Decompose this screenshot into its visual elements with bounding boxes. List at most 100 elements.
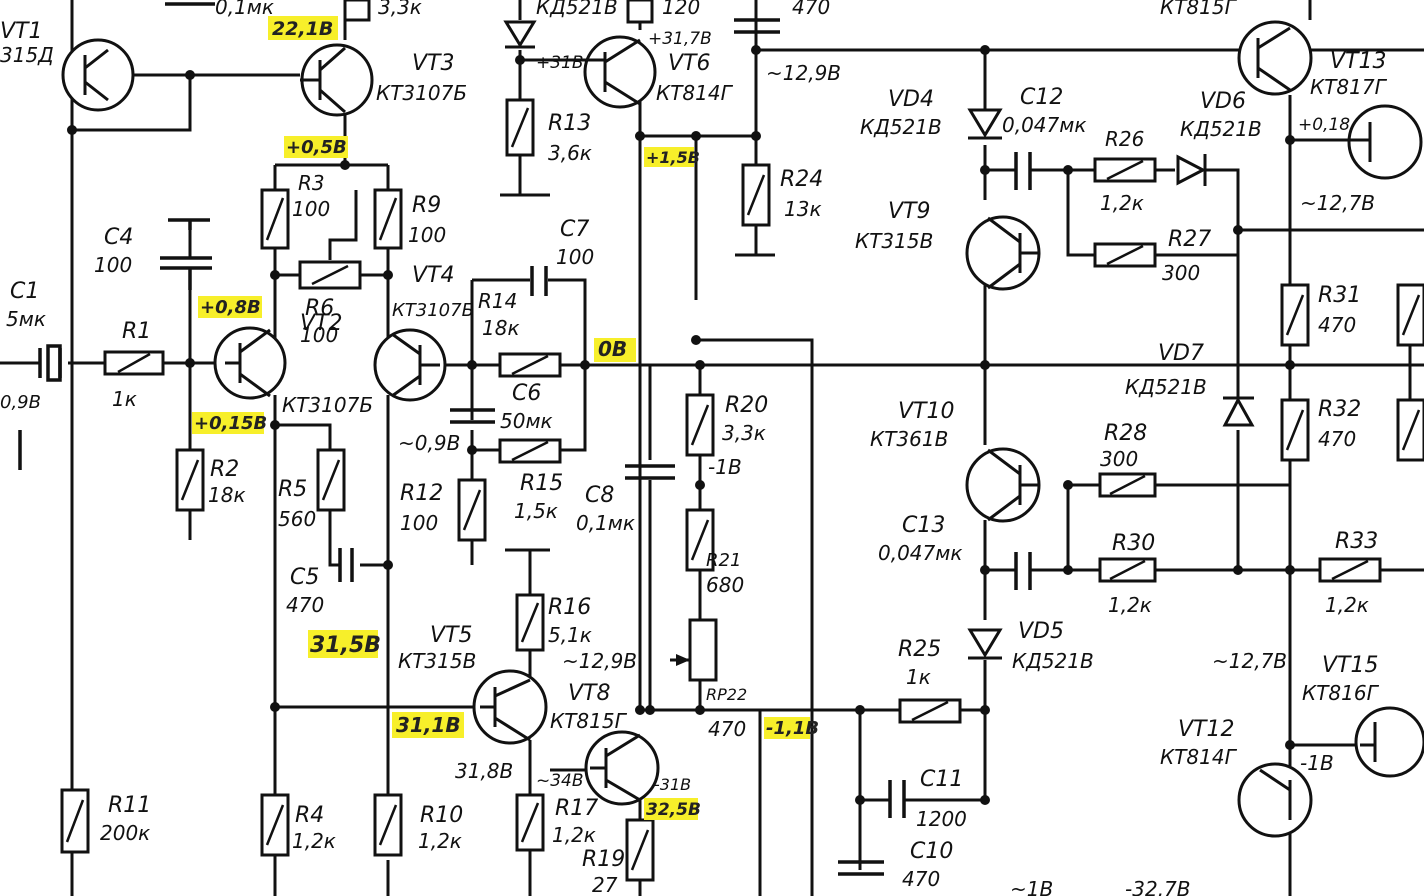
resistor-rp22 — [670, 618, 718, 682]
resistor-top-middle — [626, 0, 654, 24]
transistor-vt3 — [300, 43, 374, 117]
r19-value: 27 — [592, 873, 618, 896]
resistor-r27 — [1093, 242, 1157, 268]
capacitor-bodies — [18, 2, 1032, 876]
vt11-type: КТ815Г — [1160, 0, 1238, 19]
d-top-value: КД521В — [536, 0, 618, 19]
resistor-r4 — [260, 793, 290, 857]
vt12-type: КТ814Г — [1160, 745, 1238, 769]
resistor-r30 — [1098, 557, 1157, 583]
resistor-r9 — [373, 188, 403, 250]
resistor-r6 — [298, 260, 362, 290]
r31-ref: R31 — [1318, 283, 1361, 308]
rp22-ref: RP22 — [706, 685, 747, 704]
r27-ref: R27 — [1168, 227, 1211, 252]
r11-value: 200к — [100, 821, 150, 845]
vt13-ref: VT13 — [1330, 49, 1386, 74]
transistor-vt8 — [584, 730, 660, 806]
capacitor-top-right — [734, 18, 780, 34]
vd5-ref: VD5 — [1018, 619, 1064, 644]
vt9-ref: VT9 — [888, 199, 931, 224]
vd6-type: КД521В — [1180, 117, 1262, 141]
r31-value: 470 — [1318, 313, 1356, 337]
c11-value: 1200 — [916, 807, 967, 831]
r14-value: 18к — [482, 316, 520, 340]
r30-value: 1,2к — [1108, 593, 1152, 617]
vt4-ref: VT4 — [412, 263, 455, 288]
r1-ref: R1 — [122, 319, 151, 344]
c6-value: 50мк — [500, 409, 553, 433]
c12-value: 0,047мк — [1002, 113, 1086, 137]
voltage-plus-31-7: +31,7В — [648, 29, 712, 49]
transistor-vt9 — [965, 215, 1041, 291]
c5-ref: C5 — [290, 565, 319, 590]
vt2-type: КТ3107Б — [282, 393, 373, 417]
r33-value: 1,2к — [1325, 593, 1369, 617]
voltage-plus-0-15: +0,15В — [194, 413, 267, 434]
voltage-plus-0-5: +0,5В — [286, 137, 347, 158]
transistor-vt2 — [213, 326, 287, 400]
r32-value: 470 — [1318, 427, 1356, 451]
capacitor-c10 — [838, 860, 884, 876]
capacitor-c12 — [1014, 152, 1032, 190]
r12-ref: R12 — [400, 481, 443, 506]
resistor-r20 — [685, 393, 715, 457]
resistor-r13 — [505, 98, 535, 157]
r28-value: 300 — [1100, 447, 1138, 471]
voltage-31-1: 31,1В — [396, 713, 461, 737]
resistor-r16 — [515, 593, 545, 652]
r12-value: 100 — [400, 511, 438, 535]
r21-value: 680 — [706, 573, 744, 597]
resistor-r17 — [515, 793, 545, 852]
vt2-ref: VT2 — [300, 311, 343, 336]
transistor-vt5 — [472, 669, 548, 745]
transistor-vt12 — [1237, 762, 1313, 838]
r11-ref: R11 — [108, 793, 151, 818]
vt10-type: КТ361В — [870, 427, 948, 451]
capacitor-c6 — [450, 408, 495, 424]
c8-value: 0,1мк — [576, 511, 635, 535]
r6-ref: R6 — [305, 296, 334, 321]
resistor-r24 — [741, 163, 771, 227]
r4-ref: R4 — [295, 803, 324, 828]
vt3-ref: VT3 — [412, 51, 455, 76]
r28-ref: R28 — [1104, 421, 1147, 446]
transistor-vt13 — [1347, 104, 1423, 180]
voltage-minus-31: -31В — [654, 775, 691, 794]
voltage-plus-0-8: +0,8В — [200, 297, 261, 318]
resistor-r10 — [373, 793, 403, 857]
r25-ref: R25 — [898, 637, 941, 662]
c5-value: 470 — [286, 593, 324, 617]
resistor-r25 — [898, 698, 962, 724]
vt1-ref: VT1 — [0, 19, 43, 44]
voltage-minus-1-1: -1,1В — [766, 718, 819, 739]
vt6-ref: VT6 — [668, 51, 711, 76]
r9-value: 100 — [408, 223, 446, 247]
vt15-type: КТ816Г — [1302, 681, 1380, 705]
capacitor-c4 — [160, 218, 212, 290]
resistor-r19 — [625, 818, 655, 882]
r16-ref: R16 — [548, 595, 591, 620]
r19-ref: R19 — [582, 847, 625, 872]
component-labels: VT1 315Д VT2 КТ3107Б VT3 КТ3107Б VT4 КТ3… — [0, 0, 1388, 896]
r-top-value: 3,3к — [378, 0, 422, 19]
capacitor-c5 — [338, 548, 354, 582]
voltage-0: 0В — [598, 337, 627, 361]
resistor-bodies — [60, 0, 1424, 882]
c12-ref: C12 — [1020, 85, 1063, 110]
r24-ref: R24 — [780, 167, 823, 192]
diode-top — [503, 20, 537, 49]
resistor-r31 — [1280, 283, 1310, 347]
r-top2-value: 120 — [662, 0, 700, 19]
vd4-type: КД521В — [860, 115, 942, 139]
c-top-value: 0,1мк — [215, 0, 274, 19]
r17-ref: R17 — [555, 796, 598, 821]
diode-vd4 — [967, 108, 1003, 140]
r30-ref: R30 — [1112, 531, 1155, 556]
resistor-r5 — [316, 448, 346, 512]
vt10-ref: VT10 — [898, 399, 954, 424]
vd4-ref: VD4 — [888, 87, 934, 112]
voltage-12-7-b: ~12,7В — [1212, 649, 1287, 673]
junctions — [67, 45, 1295, 805]
